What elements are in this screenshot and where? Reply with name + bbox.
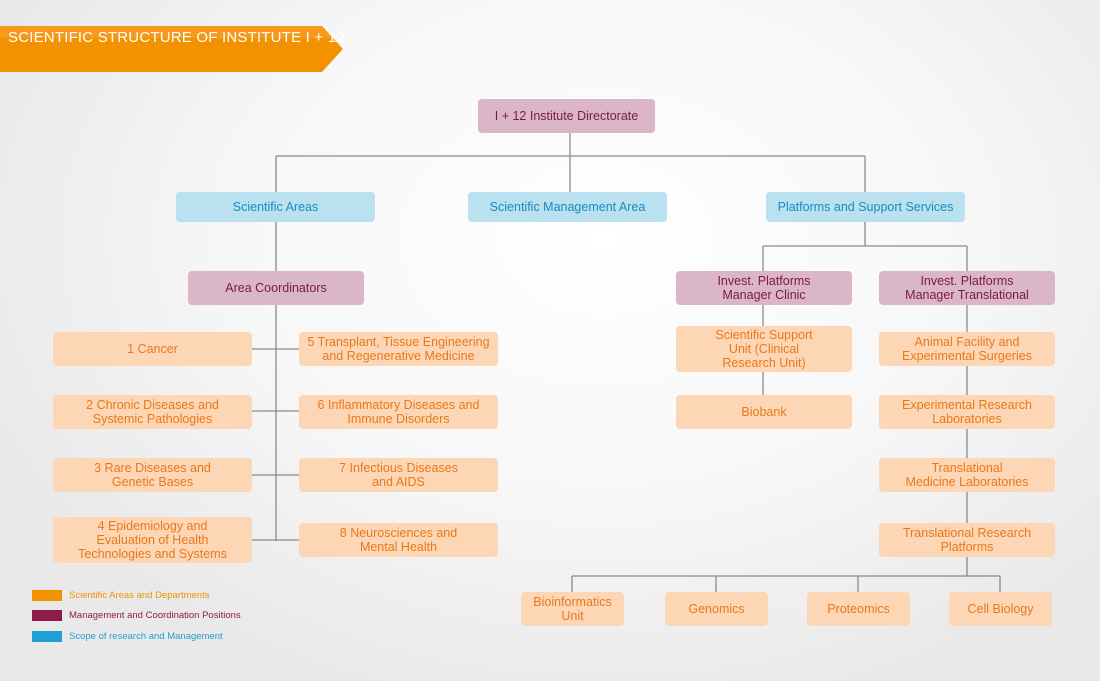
node-directorate: I + 12 Institute Directorate: [478, 99, 655, 133]
node-genomics: Genomics: [665, 592, 768, 626]
legend-swatch-orange: [32, 590, 62, 601]
node-translational-medicine-labs: Translational Medicine Laboratories: [879, 458, 1055, 492]
node-area-8: 8 Neurosciences and Mental Health: [299, 523, 498, 557]
node-area-7: 7 Infectious Diseases and AIDS: [299, 458, 498, 492]
node-area-1: 1 Cancer: [53, 332, 252, 366]
node-manager-translational: Invest. Platforms Manager Translational: [879, 271, 1055, 305]
node-experimental-research-labs: Experimental Research Laboratories: [879, 395, 1055, 429]
header-banner: [0, 26, 343, 72]
legend-label-areas: Scientific Areas and Departments: [69, 590, 210, 601]
node-translational-research-platforms: Translational Research Platforms: [879, 523, 1055, 557]
legend-label-management: Management and Coordination Positions: [69, 610, 241, 621]
node-manager-clinic: Invest. Platforms Manager Clinic: [676, 271, 852, 305]
node-animal-facility: Animal Facility and Experimental Surgeri…: [879, 332, 1055, 366]
node-area-2: 2 Chronic Diseases and Systemic Patholog…: [53, 395, 252, 429]
node-scientific-areas: Scientific Areas: [176, 192, 375, 222]
node-biobank: Biobank: [676, 395, 852, 429]
node-area-4: 4 Epidemiology and Evaluation of Health …: [53, 517, 252, 563]
node-area-6: 6 Inflammatory Diseases and Immune Disor…: [299, 395, 498, 429]
node-scientific-support-unit: Scientific Support Unit (Clinical Resear…: [676, 326, 852, 372]
node-platforms-support-services: Platforms and Support Services: [766, 192, 965, 222]
node-area-coordinators: Area Coordinators: [188, 271, 364, 305]
legend-swatch-scope: [32, 631, 62, 642]
page-title: SCIENTIFIC STRUCTURE OF INSTITUTE I + 12: [8, 29, 345, 46]
node-area-5: 5 Transplant, Tissue Engineering and Reg…: [299, 332, 498, 366]
legend-label-scope: Scope of research and Management: [69, 631, 223, 642]
node-proteomics: Proteomics: [807, 592, 910, 626]
node-area-3: 3 Rare Diseases and Genetic Bases: [53, 458, 252, 492]
legend-swatch-management: [32, 610, 62, 621]
node-bioinformatics-unit: Bioinformatics Unit: [521, 592, 624, 626]
node-scientific-management-area: Scientific Management Area: [468, 192, 667, 222]
node-cell-biology: Cell Biology: [949, 592, 1052, 626]
